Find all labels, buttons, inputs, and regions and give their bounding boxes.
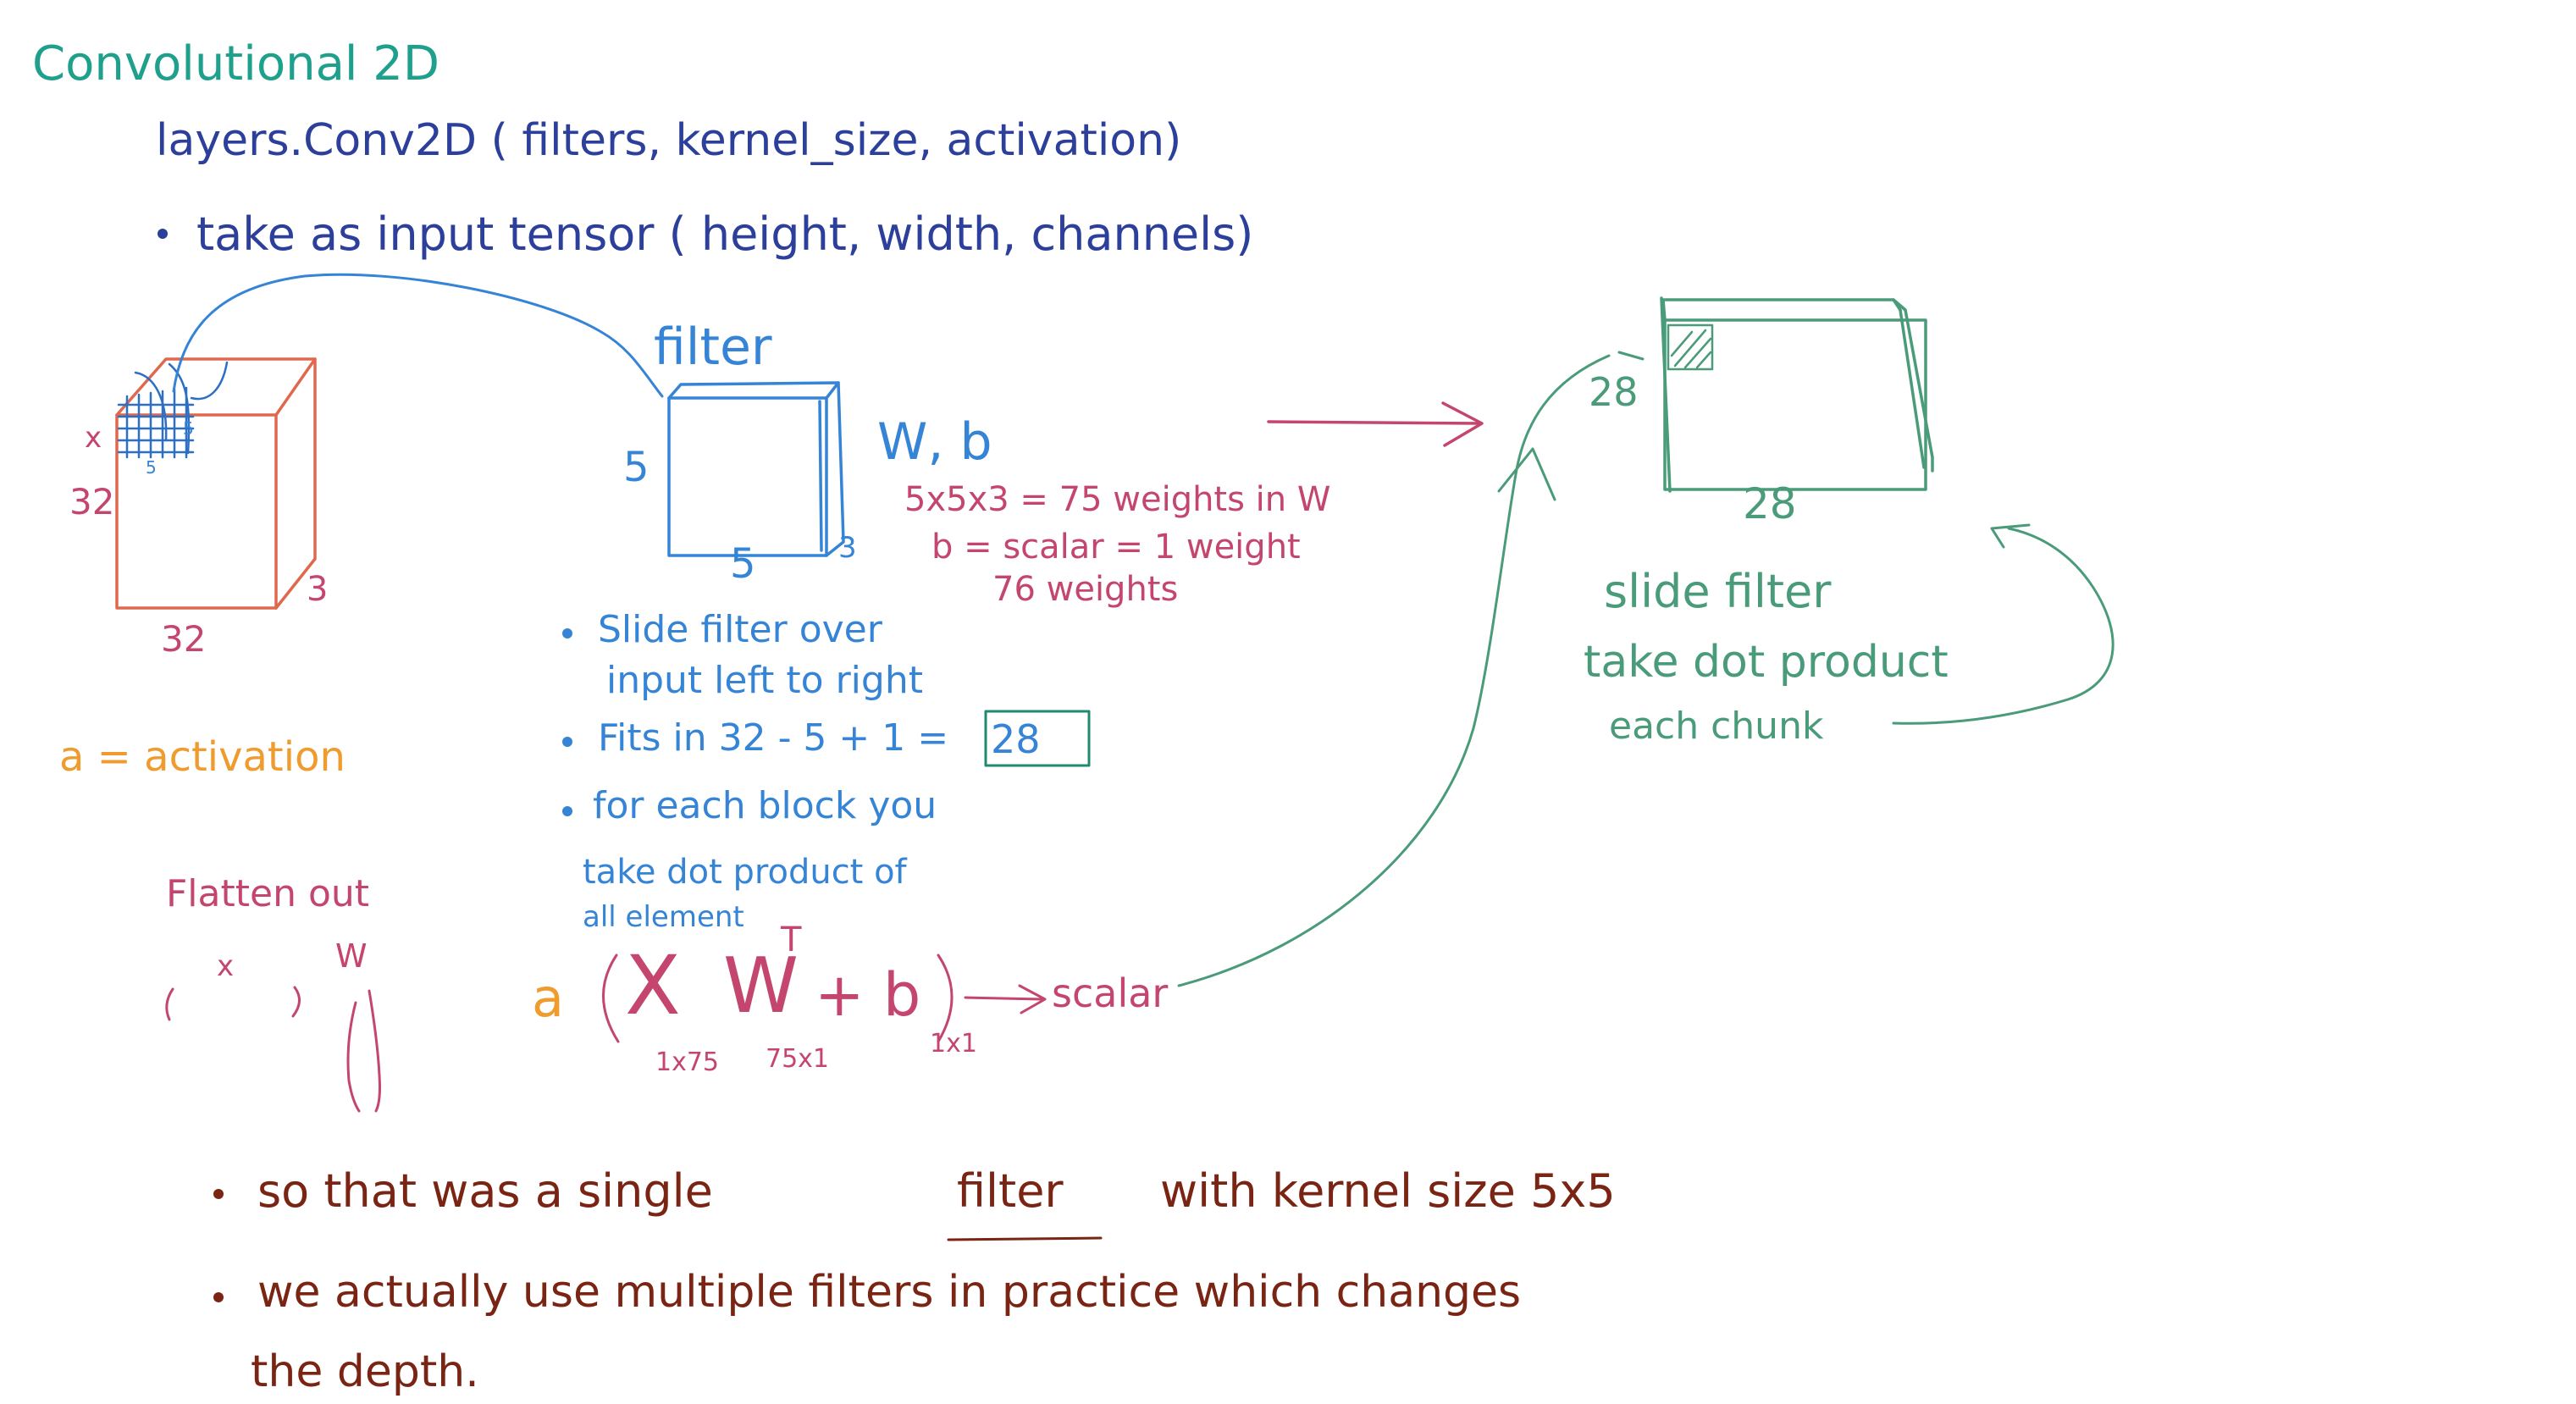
filter-side-label: 5 <box>623 444 650 491</box>
patch-label-2: 5 <box>183 418 194 439</box>
red-arrow <box>1267 401 1484 447</box>
output-side-label: 28 <box>1589 369 1639 415</box>
summary-line-2: we actually use multiple filters in prac… <box>257 1267 1522 1318</box>
flatten-label: Flatten out <box>166 872 370 915</box>
filter-bottom-label: 5 <box>730 540 756 588</box>
output-box <box>1660 296 1934 493</box>
formula-plus-b: + b <box>815 960 921 1030</box>
output-bottom-label: 28 <box>1743 479 1797 528</box>
slide-note-2: input left to right <box>606 659 923 702</box>
summary-line-1-highlight: filter <box>957 1164 1064 1218</box>
formula-b-dim: 1x1 <box>930 1029 977 1059</box>
formula-x-dim: 1x75 <box>655 1047 720 1077</box>
flatten-w-label: W <box>335 937 368 975</box>
output-note-2: take dot product <box>1584 637 1949 688</box>
activation-note: a = activation <box>59 733 345 781</box>
input-width-label: 32 <box>161 618 207 660</box>
patch-to-filter-curve <box>172 273 664 398</box>
flatten-x-label: x <box>217 949 235 983</box>
output-note-1: slide filter <box>1604 565 1832 618</box>
filter-depth-label: 3 <box>838 531 857 565</box>
input-depth-label: 3 <box>307 570 329 609</box>
output-note-3: each chunk <box>1609 705 1824 748</box>
slide-note-3: Fits in 32 - 5 + 1 = <box>598 716 949 760</box>
slide-note-1: Slide filter over <box>598 608 882 651</box>
summary-line-1-prefix: so that was a single <box>257 1164 713 1218</box>
input-x-label: x <box>85 421 102 455</box>
filter-underline <box>947 1236 1103 1241</box>
slide-note-4: for each block you <box>593 784 937 827</box>
bullet-dot <box>158 229 168 239</box>
bullet-dot <box>562 737 572 747</box>
formula-w-dim: 75x1 <box>766 1044 830 1074</box>
input-height-label: 32 <box>69 481 115 522</box>
summary-line-1-suffix: with kernel size 5x5 <box>1160 1164 1616 1218</box>
weights-line-1: 5x5x3 = 75 weights in W <box>904 480 1331 519</box>
formula-w: W <box>723 942 799 1031</box>
formula-a: a <box>532 967 564 1029</box>
input-cube <box>115 357 317 610</box>
weights-line-3: 76 weights <box>992 570 1179 609</box>
page-title: Convolutional 2D <box>32 36 440 91</box>
formula-result: scalar <box>1052 970 1169 1016</box>
output-hatch <box>1667 323 1714 371</box>
loop-arrow <box>1892 523 2114 725</box>
bullet-dot <box>213 1292 224 1302</box>
formula-transpose: T <box>781 920 802 959</box>
fits-value-box <box>984 710 1091 767</box>
patch-label-1: 5 <box>146 457 157 478</box>
fits-value: 28 <box>991 716 1041 762</box>
filter-cube <box>667 381 845 557</box>
formula-marks <box>602 954 1047 1043</box>
slide-note-6: all element <box>583 900 744 934</box>
bullet-dot <box>213 1189 224 1199</box>
filter-params-label: W, b <box>877 412 992 472</box>
code-line: layers.Conv2D ( filters, kernel_size, ac… <box>156 115 1182 166</box>
scalar-to-output-curve <box>1177 351 1645 987</box>
input-patch-grid <box>117 361 229 459</box>
flatten-vectors <box>165 986 381 1113</box>
weights-line-2: b = scalar = 1 weight <box>931 528 1301 567</box>
summary-line-3: the depth. <box>251 1346 479 1397</box>
bullet-dot <box>562 806 572 816</box>
bullet-dot <box>562 628 572 638</box>
formula-x: X <box>625 938 681 1033</box>
filter-title: filter <box>654 318 772 377</box>
input-note: take as input tensor ( height, width, ch… <box>196 207 1254 261</box>
slide-note-5: take dot product of <box>583 853 907 892</box>
